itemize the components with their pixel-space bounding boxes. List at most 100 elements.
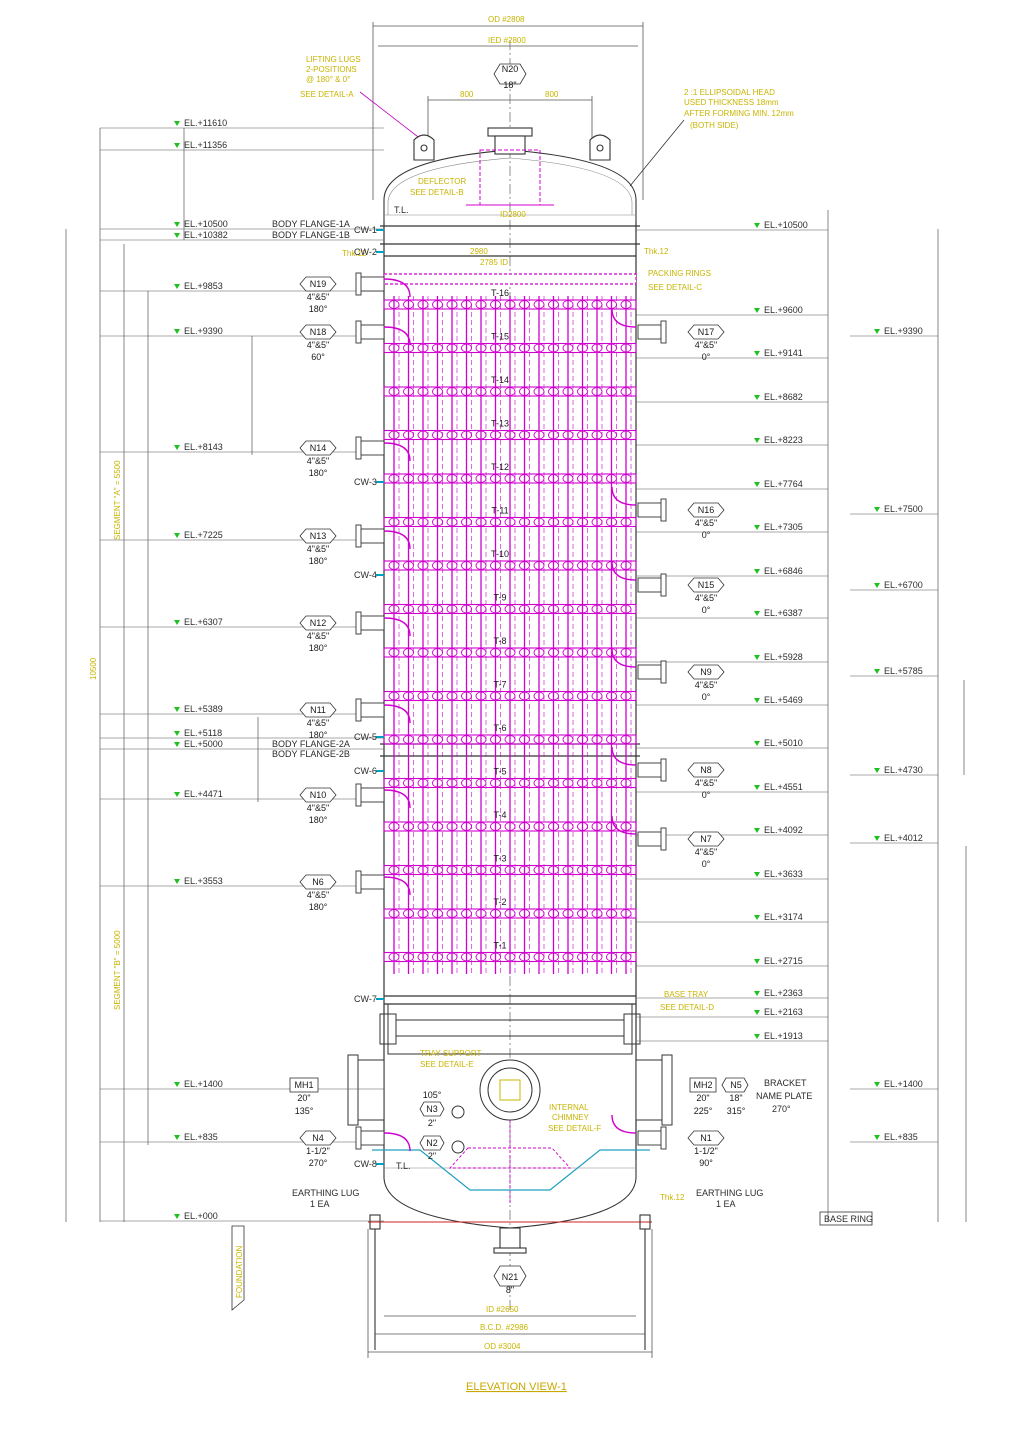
cw-label: CW-2: [354, 247, 377, 257]
svg-text:8": 8": [506, 1285, 514, 1295]
earthing-right-2: 1 EA: [716, 1199, 736, 1209]
tray-cap: [417, 952, 429, 962]
elevation-label: EL.+7500: [884, 504, 923, 514]
cw-label: CW-5: [354, 732, 377, 742]
svg-text:4"&5": 4"&5": [307, 631, 329, 641]
tray-cap: [432, 691, 443, 701]
elevation-label: EL.+6846: [764, 566, 803, 576]
n5-tag: N5 18" 315°: [721, 1077, 749, 1116]
tray-cap: [490, 648, 501, 657]
tray-cap: [403, 909, 414, 918]
drawing-title: ELEVATION VIEW-1: [466, 1381, 567, 1393]
tray-cap: [461, 474, 472, 483]
elevation-label: EL.+6700: [884, 580, 923, 590]
elevation-label: EL.+10500: [184, 219, 228, 229]
svg-text:N4: N4: [312, 1133, 324, 1143]
tray-band: [383, 777, 637, 789]
svg-text:4"&5": 4"&5": [307, 456, 329, 466]
svg-text:4"&5": 4"&5": [695, 778, 717, 788]
tray-cap: [475, 735, 487, 744]
tray-cap: [562, 865, 574, 875]
tray-cap: [417, 430, 429, 440]
tray-cap: [548, 691, 559, 701]
nozzle-pipe: [611, 648, 667, 684]
bcd-bottom: B.C.D. #2986: [480, 1323, 529, 1332]
tray-cap: [548, 343, 559, 353]
tray-cap: [475, 561, 487, 570]
tray-cap: [577, 778, 588, 788]
tray-cap: [620, 474, 632, 483]
tray-cap: [432, 430, 443, 440]
svg-text:N15: N15: [698, 580, 715, 590]
elevation-triangle-icon: [874, 507, 880, 512]
svg-text:4"&5": 4"&5": [307, 718, 329, 728]
segment-b: SEGMENT "B" = 5000: [113, 930, 122, 1010]
foundation-marker: FOUNDATION: [231, 1225, 245, 1311]
tray-cap: [403, 604, 414, 614]
cw-labels: CW-1CW-2CW-3CW-4CW-5CW-6CW-7CW-8: [354, 225, 384, 1169]
tray-cap: [519, 474, 530, 483]
svg-text:SEE DETAIL-A: SEE DETAIL-A: [300, 90, 354, 99]
tray-cap: [548, 561, 559, 570]
svg-text:60°: 60°: [311, 352, 325, 362]
head-note: 2 :1 ELLIPSOIDAL HEAD USED THICKNESS 18m…: [629, 88, 794, 187]
bracket-note-2: NAME PLATE: [756, 1091, 812, 1101]
tray-cap: [461, 691, 472, 701]
bottom-dimensions: [367, 1229, 653, 1358]
tray-cap: [562, 517, 574, 527]
right-dimension-lines: [827, 210, 967, 1222]
svg-text:18": 18": [729, 1093, 742, 1103]
tray-cap: [606, 778, 617, 788]
svg-text:4"&5": 4"&5": [695, 518, 717, 528]
elevation-triangle-icon: [754, 525, 760, 530]
tray-cap: [388, 778, 400, 788]
tray-cap: [490, 387, 501, 396]
tray-cap: [591, 648, 603, 657]
tray-cap: [591, 604, 603, 614]
elevation-triangle-icon: [174, 121, 180, 126]
tray-cap: [548, 822, 559, 831]
svg-text:4"&5": 4"&5": [695, 593, 717, 603]
elevation-label: EL.+5928: [764, 652, 803, 662]
tray-cap: [446, 909, 458, 918]
tray-cap: [461, 343, 472, 353]
cw-label: CW-1: [354, 225, 377, 235]
tray-cap: [461, 778, 472, 788]
tray-cap: [432, 300, 443, 309]
elevation-label: EL.+5469: [764, 695, 803, 705]
svg-text:N8: N8: [700, 765, 712, 775]
tray-cap: [606, 909, 617, 918]
svg-text:2 :1 ELLIPSOIDAL HEAD: 2 :1 ELLIPSOIDAL HEAD: [684, 88, 775, 97]
tray-cap: [519, 517, 530, 527]
elevation-triangle-icon: [754, 569, 760, 574]
tray-band: [383, 560, 637, 571]
elevation-label: EL.+5785: [884, 666, 923, 676]
elevation-triangle-icon: [754, 872, 760, 877]
tray-cap: [388, 952, 400, 962]
elevation-triangle-icon: [174, 1082, 180, 1087]
nozzle-tag: N74"&5"0°: [687, 831, 725, 869]
tray-cap: [620, 517, 632, 527]
tray-cap: [446, 604, 458, 614]
bracket-note-1: BRACKET: [764, 1078, 807, 1088]
mh1-tag: MH1 20" 135°: [289, 1077, 319, 1116]
elevation-label: EL.+9853: [184, 281, 223, 291]
svg-text:N12: N12: [310, 618, 327, 628]
elevation-triangle-icon: [874, 1135, 880, 1140]
nozzle-tag: N41-1/2"270°: [299, 1130, 337, 1168]
tray-cap: [519, 909, 530, 918]
tray-cap: [562, 952, 574, 962]
svg-text:FOUNDATION: FOUNDATION: [235, 1245, 244, 1298]
elevation-markers: EL.+11610EL.+11356EL.+10500EL.+10382EL.+…: [100, 118, 938, 1222]
elevation-triangle-icon: [174, 1135, 180, 1140]
elevation-triangle-icon: [754, 959, 760, 964]
svg-text:N16: N16: [698, 505, 715, 515]
svg-text:N20: N20: [502, 64, 519, 74]
elevation-label: EL.+835: [184, 1132, 218, 1142]
tray-cap: [446, 561, 458, 570]
tray-cap: [577, 387, 588, 396]
